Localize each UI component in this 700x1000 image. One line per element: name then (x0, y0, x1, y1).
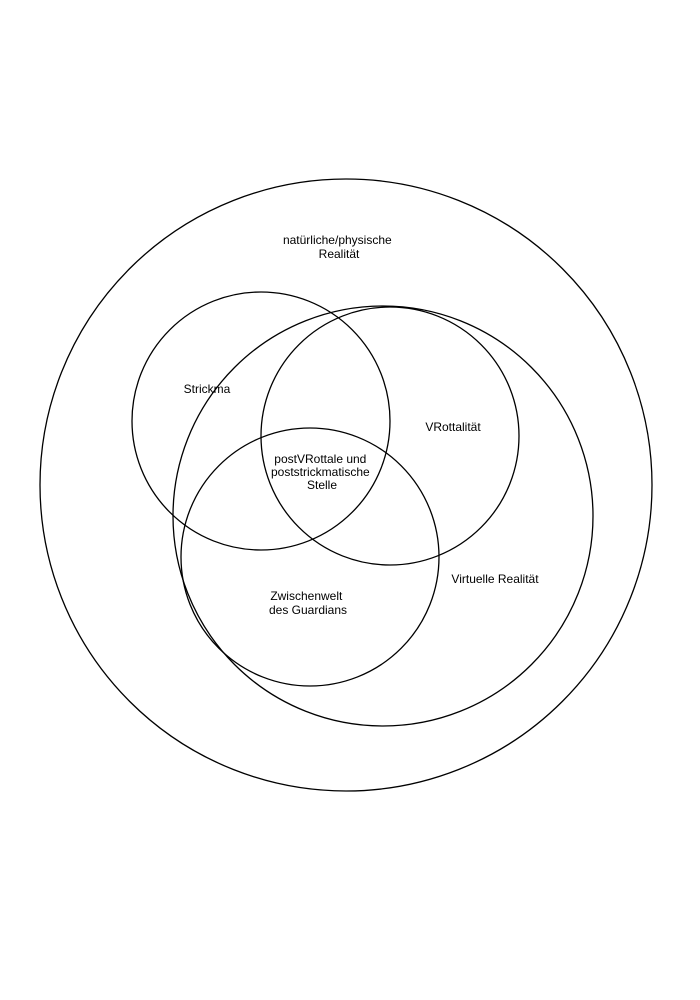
vrottalitaet-label-line: VRottalität (425, 420, 481, 434)
center-label-line: postVRottale und (274, 452, 366, 466)
natural-reality-circle (39, 178, 653, 792)
virtual-reality-label: Virtuelle Realität (451, 572, 539, 586)
natural-reality-label: natürliche/physische Realität (283, 233, 395, 261)
strickma-label: Strickma (184, 382, 231, 396)
vrottalitaet-label: VRottalität (425, 420, 481, 434)
strickma-label-line: Strickma (184, 382, 231, 396)
center-label: postVRottale und poststrickmatische Stel… (271, 452, 373, 492)
vrottalitaet-circle (260, 306, 520, 566)
guardian-label: Zwischenwelt des Guardians (269, 589, 347, 617)
center-label-line: poststrickmatische (271, 465, 370, 479)
virtual-reality-label-line: Virtuelle Realität (451, 572, 539, 586)
guardian-label-line: Zwischenwelt (270, 589, 343, 603)
center-label-line: Stelle (307, 478, 337, 492)
guardian-label-line: des Guardians (269, 603, 347, 617)
guardian-circle (180, 427, 440, 687)
natural-reality-label-line: natürliche/physische (283, 233, 392, 247)
strickma-circle (131, 291, 391, 551)
natural-reality-label-line: Realität (319, 247, 360, 261)
